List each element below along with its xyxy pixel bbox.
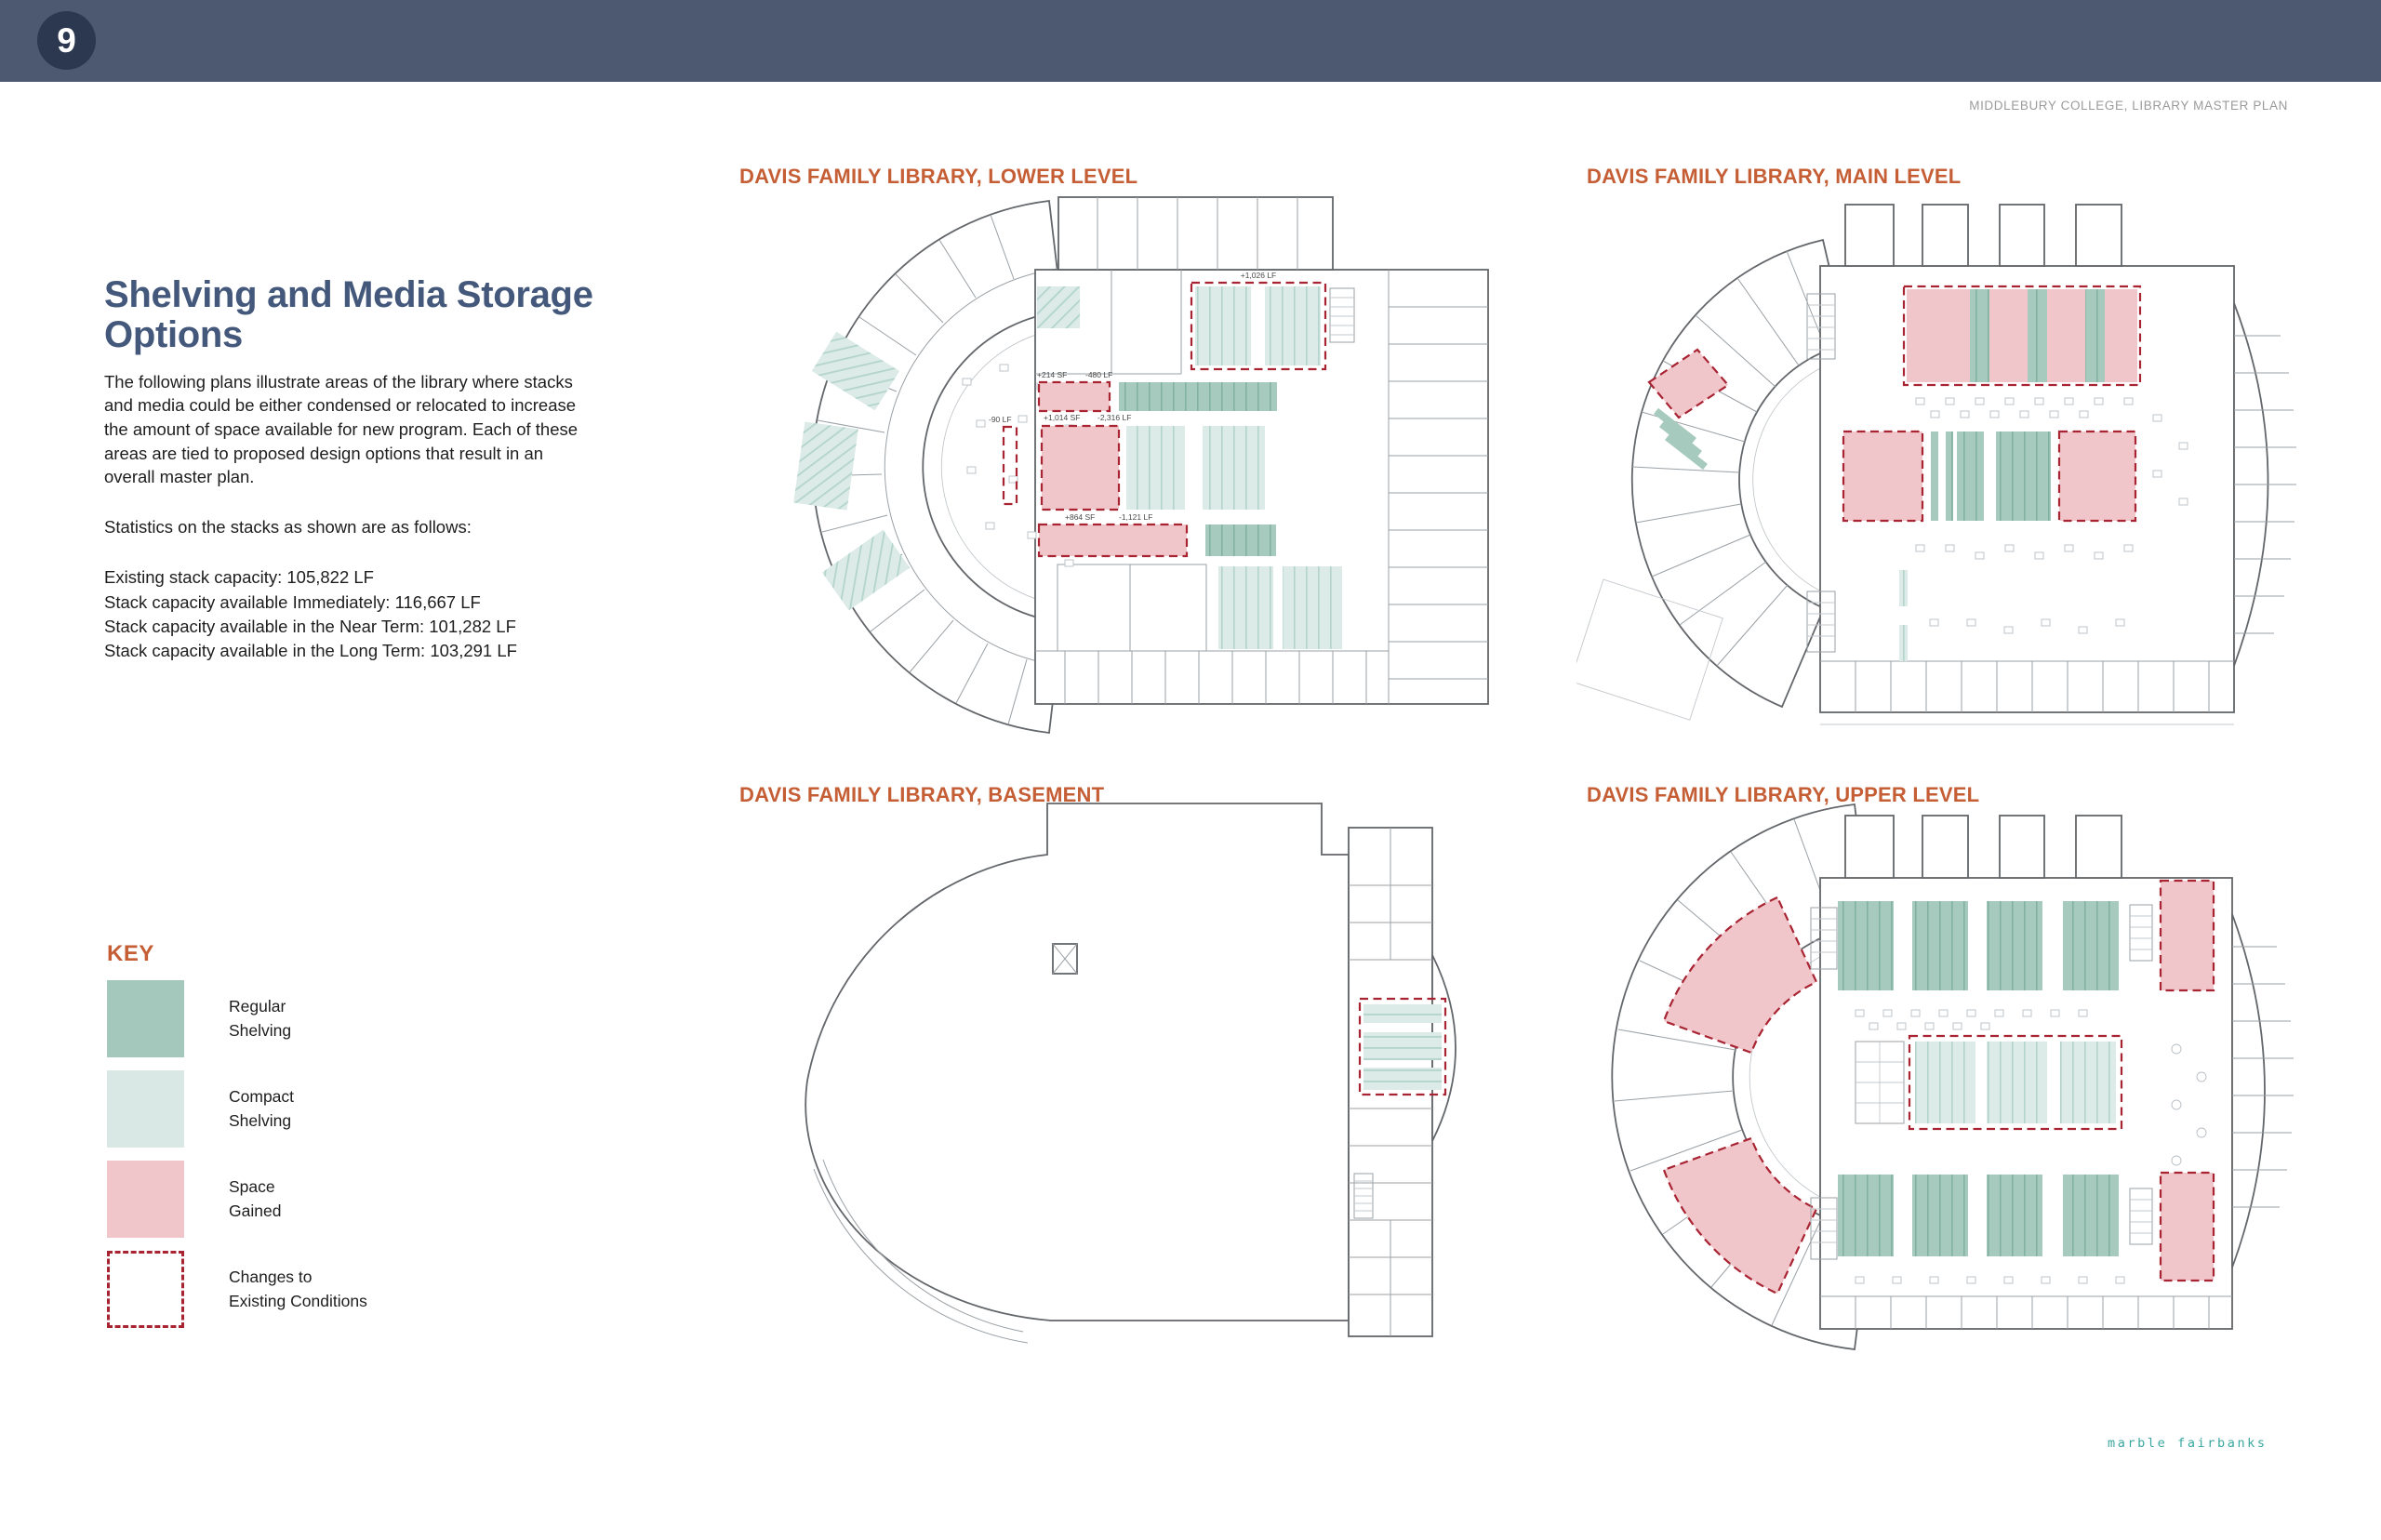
floor-plan-basement: [805, 803, 1457, 1344]
regular-shelving-area: [1119, 382, 1277, 556]
regular-shelving-area: [1838, 901, 2119, 1256]
annotation: +864 SF: [1065, 512, 1095, 522]
stair-core: [1329, 287, 1355, 343]
space-gained-area: [1662, 896, 1818, 1295]
plan-title-upper-level: DAVIS FAMILY LIBRARY, UPPER LEVEL: [1587, 783, 1980, 806]
compact-shelving-area: [1654, 407, 1708, 471]
stat-line-existing: Existing stack capacity: 105,822 LF: [104, 567, 374, 588]
floor-plan-main-level: [1576, 204, 2296, 725]
space-gained-label: Space Gained: [229, 1177, 282, 1220]
plan-annotations: +1,026 LF +214 SF -480 LF +1,014 SF -2,3…: [989, 271, 1276, 522]
intro-paragraph: The following plans illustrate areas of …: [104, 371, 579, 487]
floor-plan-lower-level: +1,026 LF +214 SF -480 LF +1,014 SF -2,3…: [793, 196, 1489, 735]
plan-title-basement: DAVIS FAMILY LIBRARY, BASEMENT: [739, 783, 1105, 806]
legend-item-compact-shelving: Compact Shelving: [107, 1070, 498, 1148]
plan-title-lower-level: DAVIS FAMILY LIBRARY, LOWER LEVEL: [739, 165, 1138, 188]
space-gained-area: [1647, 348, 1730, 419]
regular-shelving-swatch: [107, 980, 184, 1057]
change-boundary: [1908, 879, 2215, 1282]
curved-wing: [1576, 238, 1852, 721]
legend-item-regular-shelving: Regular Shelving: [107, 980, 498, 1057]
elevator-shaft: [1052, 943, 1078, 975]
legend: KEY Regular Shelving Compact Shelving Sp…: [107, 941, 498, 1328]
firm-logo: marble fairbanks: [2108, 1436, 2268, 1451]
floor-plan-upper-level: [1611, 803, 2294, 1350]
compact-shelving-area: [1899, 570, 1908, 661]
stat-line-near-term: Stack capacity available in the Near Ter…: [104, 617, 516, 637]
stair-core: [1806, 293, 1836, 653]
terrace: [1576, 578, 1723, 721]
legend-item-space-gained: Space Gained: [107, 1161, 498, 1238]
space-gained-area: [2161, 881, 2214, 1281]
compact-shelving-area: [1915, 1042, 2116, 1123]
annotation: -480 LF: [1085, 370, 1112, 379]
change-boundary: [1002, 281, 1327, 558]
curved-wing: [793, 199, 1066, 735]
stat-line-immediate: Stack capacity available Immediately: 11…: [104, 591, 481, 612]
change-boundary: [1358, 997, 1447, 1096]
regular-shelving-area: [1931, 289, 2105, 521]
compact-shelving-label: Compact Shelving: [229, 1087, 295, 1130]
compact-shelving-swatch: [107, 1070, 184, 1148]
reading-tables: [1915, 397, 2188, 634]
building-outline: [805, 803, 1457, 1344]
plan-title-main-level: DAVIS FAMILY LIBRARY, MAIN LEVEL: [1587, 165, 1962, 188]
stats-intro: Statistics on the stacks as shown are as…: [104, 517, 472, 538]
stair-core: [1353, 1173, 1374, 1219]
annotation: -2,316 LF: [1097, 413, 1131, 422]
regular-shelving-label: Regular Shelving: [229, 997, 292, 1040]
space-gained-swatch: [107, 1161, 184, 1238]
annotation: -90 LF: [989, 415, 1012, 424]
space-gained-area: [1039, 382, 1187, 556]
page-number-badge: 9: [37, 11, 96, 70]
legend-title: KEY: [107, 941, 154, 966]
page-number: 9: [57, 20, 76, 60]
change-boundary: [1842, 285, 2142, 523]
changes-swatch: [107, 1251, 184, 1328]
changes-label: Changes to Existing Conditions: [229, 1268, 367, 1310]
page-title: Shelving and Media Storage Options: [104, 274, 593, 355]
compact-shelving-area: [1363, 1004, 1442, 1090]
annotation: +1,026 LF: [1241, 271, 1277, 280]
annotation: -1,121 LF: [1119, 512, 1152, 522]
legend-item-changes: Changes to Existing Conditions: [107, 1251, 498, 1328]
compact-shelving-area: [1037, 286, 1342, 649]
stats-list: Existing stack capacity: 105,822 LF Stac…: [104, 565, 597, 664]
annotation: +214 SF: [1037, 370, 1067, 379]
curved-wing: [1611, 803, 1872, 1350]
annotation: +1,014 SF: [1044, 413, 1080, 422]
stair-core: [1810, 904, 2153, 1260]
intro-column: Shelving and Media Storage Options The f…: [104, 275, 597, 664]
stat-line-long-term: Stack capacity available in the Long Ter…: [104, 641, 517, 661]
compact-shelving-area: [793, 331, 911, 611]
project-label: MIDDLEBURY COLLEGE, LIBRARY MASTER PLAN: [1969, 99, 2288, 113]
header-bar: [0, 0, 2381, 82]
